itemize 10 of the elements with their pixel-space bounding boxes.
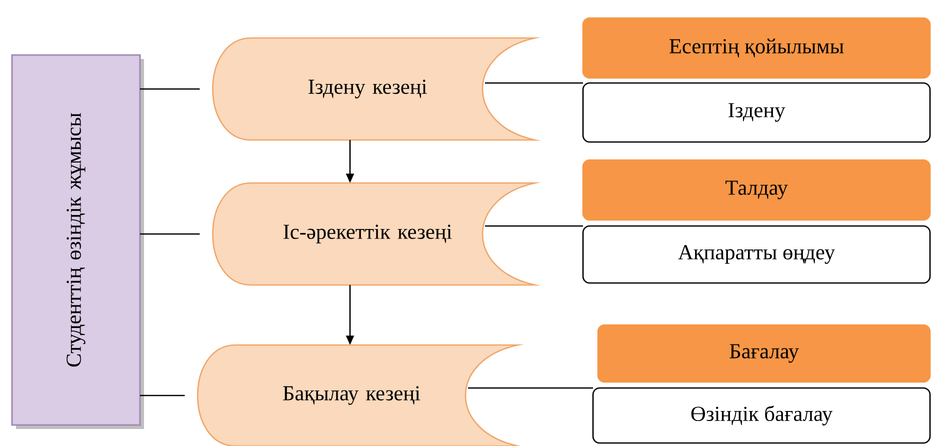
content-box: Ақпаратты өңдеу xyxy=(582,225,931,284)
content-box: Іздену xyxy=(582,82,931,143)
connector-line xyxy=(140,394,185,396)
heading-box: Есептің қойылымы xyxy=(582,17,931,79)
heading-box: Талдау xyxy=(582,159,931,221)
connector-line xyxy=(140,233,200,235)
heading-box: Бағалау xyxy=(597,324,931,383)
content-box: Өзіндік бағалау xyxy=(592,387,931,444)
side-banner: Студенттің өзіндік жұмысы xyxy=(11,54,144,429)
connector-line xyxy=(140,88,200,90)
